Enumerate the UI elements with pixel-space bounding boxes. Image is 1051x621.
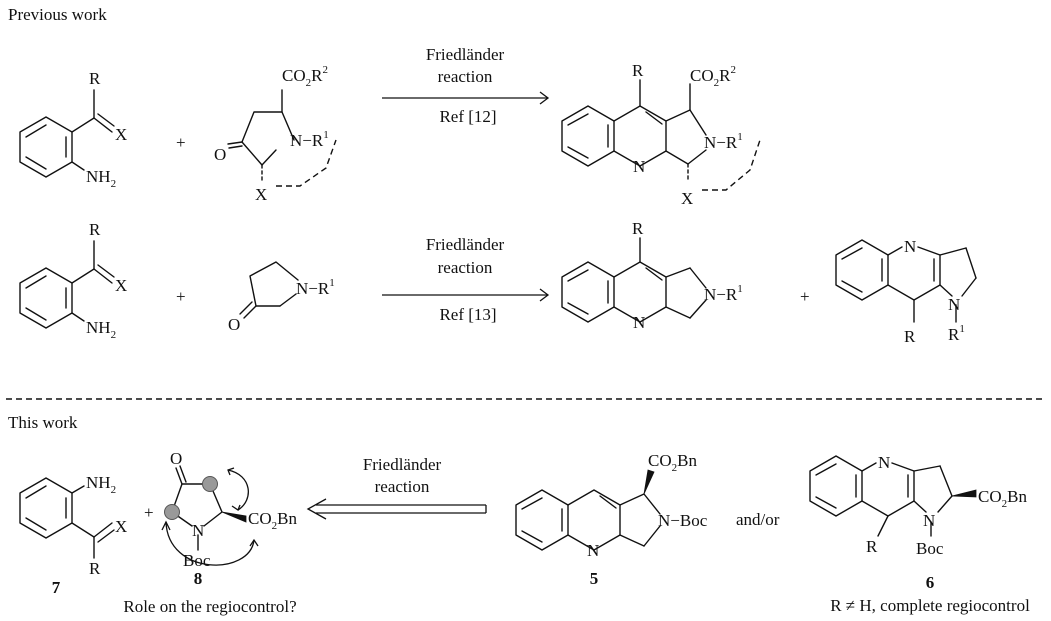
amine-r1-label: N−R1 <box>290 129 329 150</box>
x-label: X <box>115 125 127 144</box>
n-boc-label: N−Boc <box>658 511 708 530</box>
ester-label-3: CO2Bn <box>248 509 297 532</box>
reactant-pyrrolidinone: O N−R1 <box>228 261 335 334</box>
n-label-8: N <box>923 511 935 530</box>
r-label-3: R <box>632 61 644 80</box>
r-label-7: R <box>866 537 878 556</box>
arrow-3-text-1: Friedländer <box>363 455 442 474</box>
arrow-2-text-2: reaction <box>438 258 493 277</box>
previous-work-heading: Previous work <box>8 5 107 24</box>
plus-sign: + <box>176 133 186 152</box>
compound-7-label: 7 <box>52 578 61 597</box>
reactant-aminoaryl-ketone-1: R X NH2 <box>19 69 127 190</box>
n-label-1: N <box>633 157 645 176</box>
ester-label-5: CO2Bn <box>978 487 1027 510</box>
compound-6-label: 6 <box>926 573 935 592</box>
n-label-4: N <box>948 295 960 314</box>
x-label-3: X <box>681 189 693 208</box>
plus-sign-3: + <box>800 287 810 306</box>
amine-r1-label-2: N−R1 <box>704 131 743 152</box>
amine-r1-label-4: N−R1 <box>704 283 743 304</box>
compound-5-label: 5 <box>590 569 599 588</box>
r-label-5: R <box>904 327 916 346</box>
amine-label-2: NH2 <box>86 318 116 341</box>
product-fused-quinoline-1: R N X CO2R2 N−R1 <box>561 61 761 208</box>
r-label-2: R <box>89 220 101 239</box>
n-label-3: N <box>904 237 916 256</box>
n-label-2: N <box>633 313 645 332</box>
amine-label-3: NH2 <box>86 473 116 496</box>
ester-label: CO2R2 <box>282 64 328 89</box>
boc-label-2: Boc <box>916 539 944 558</box>
arrow-1-ref: Ref [12] <box>439 107 496 126</box>
n-label-7: N <box>878 453 890 472</box>
compound-8: O N Boc CO2Bn 8 <box>161 449 297 588</box>
arrow-3-text-2: reaction <box>375 477 430 496</box>
r1-label: R1 <box>948 323 965 344</box>
arrow-1-text-1: Friedländer <box>426 45 505 64</box>
n-label-6: N <box>587 541 599 560</box>
arrow-1-text-2: reaction <box>438 67 493 86</box>
amine-label: NH2 <box>86 167 116 190</box>
oxo-label-3: O <box>170 449 182 468</box>
oxo-label-2: O <box>228 315 240 334</box>
regio-complete-note: R ≠ H, complete regiocontrol <box>830 596 1030 615</box>
compound-6: N N R CO2Bn Boc 6 <box>809 453 1027 592</box>
reactant-oxoproline: O X CO2R2 N−R1 <box>214 64 337 204</box>
compound-8-label: 8 <box>194 569 203 588</box>
compound-5: N CO2Bn N−Boc 5 <box>515 451 708 588</box>
n-label-5: N <box>192 521 204 540</box>
oxo-label: O <box>214 145 226 164</box>
retrosynthesis-arrow: Friedländer reaction <box>306 455 487 520</box>
arrow-2-ref: Ref [13] <box>439 305 496 324</box>
ester-label-4: CO2Bn <box>648 451 697 474</box>
arrow-2-text-1: Friedländer <box>426 235 505 254</box>
product-angular-pyrroloquinoline: N N R R1 <box>835 237 977 346</box>
plus-sign-4: + <box>144 503 154 522</box>
compound-7: NH2 X R 7 <box>19 473 127 597</box>
r-label-6: R <box>89 559 101 578</box>
x-label-5: X <box>115 517 127 536</box>
and-or-text: and/or <box>736 510 780 529</box>
regio-question-note: Role on the regiocontrol? <box>123 597 296 616</box>
plus-sign-2: + <box>176 287 186 306</box>
reaction-arrow-2: Friedländer reaction Ref [13] <box>382 235 550 324</box>
ester-label-2: CO2R2 <box>690 64 736 89</box>
boc-label: Boc <box>183 551 211 570</box>
x-label-4: X <box>115 276 127 295</box>
reactant-aminoaryl-ketone-2: R X NH2 <box>19 220 127 341</box>
product-linear-pyrroloquinoline: R N N−R1 <box>561 219 743 332</box>
reaction-arrow-1: Friedländer reaction Ref [12] <box>382 45 550 126</box>
r-label: R <box>89 69 101 88</box>
r-label-4: R <box>632 219 644 238</box>
x-label-2: X <box>255 185 267 204</box>
this-work-heading: This work <box>8 413 78 432</box>
amine-r1-label-3: N−R1 <box>296 277 335 298</box>
